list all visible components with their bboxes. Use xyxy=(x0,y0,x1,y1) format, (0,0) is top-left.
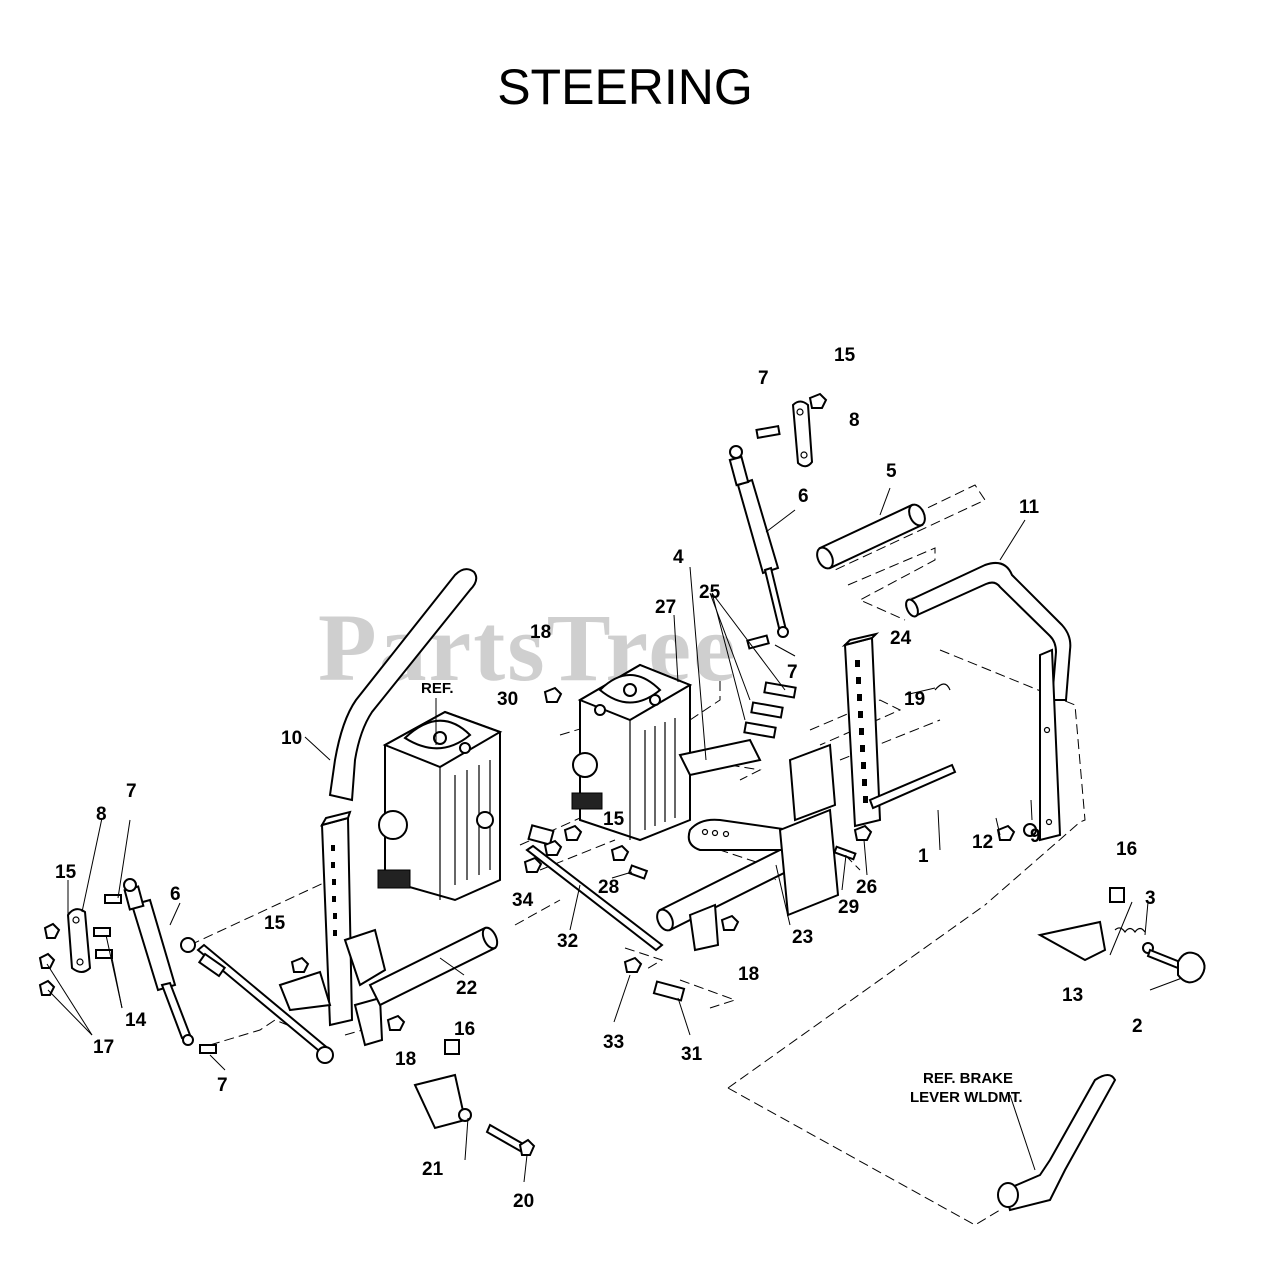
leader-lines xyxy=(46,487,1183,1183)
slotted-bracket-24 xyxy=(841,632,882,828)
diagram-title: STEERING xyxy=(497,59,753,115)
link-rod-left xyxy=(180,937,334,1064)
callout-31: 31 xyxy=(681,1044,703,1065)
lock-plate-assembly-right xyxy=(1037,887,1206,984)
callout-6: 6 xyxy=(170,884,181,905)
callout-labels: 15 7 8 6 5 11 4 25 27 18 7 24 30 19 10 1… xyxy=(55,345,1156,1212)
callout-32: 32 xyxy=(557,931,578,952)
callout-7: 7 xyxy=(126,781,137,802)
callout-33: 33 xyxy=(603,1032,624,1053)
hardware-bolt-12 xyxy=(996,824,1016,841)
callout-2: 2 xyxy=(1132,1016,1143,1037)
hardware-nut-15-right xyxy=(610,844,630,861)
gas-spring-lower-6 xyxy=(123,878,194,1046)
hardware-bolt-30 xyxy=(527,824,555,846)
steering-lever-left-10 xyxy=(278,568,478,1047)
nut-15-top xyxy=(808,392,828,409)
callout-22: 22 xyxy=(456,978,477,999)
callout-27: 27 xyxy=(655,597,676,618)
mount-bracket-upper-8 xyxy=(791,400,814,468)
note-ref-pump: REF. xyxy=(421,680,454,697)
callout-18: 18 xyxy=(395,1049,416,1070)
callout-6: 6 xyxy=(798,486,809,507)
callout-7: 7 xyxy=(787,662,798,683)
mount-bracket-lower-8 xyxy=(66,908,92,973)
note-ref-brake-line1: REF. BRAKE xyxy=(923,1070,1013,1087)
callout-11: 11 xyxy=(1019,497,1040,518)
callout-26: 26 xyxy=(856,877,877,898)
gas-spring-upper-6 xyxy=(728,445,789,638)
callout-24: 24 xyxy=(890,628,912,649)
callout-3: 3 xyxy=(1145,888,1156,909)
callout-29: 29 xyxy=(838,897,859,918)
hardware-nut-26 xyxy=(853,824,873,841)
hardware-nut-15-left xyxy=(290,956,310,973)
callout-12: 12 xyxy=(972,832,993,853)
hardware-nut-18-top xyxy=(543,686,563,703)
hardware-bolt-28 xyxy=(627,864,649,880)
bolt-7-top xyxy=(755,424,781,440)
hardware-nut-33 xyxy=(623,956,643,973)
control-rod-32 xyxy=(525,844,664,952)
hardware-bolts-14 xyxy=(93,927,113,959)
callout-10: 10 xyxy=(281,728,302,749)
pivot-arm-23 xyxy=(656,818,802,952)
callout-34: 34 xyxy=(512,890,534,911)
callout-5: 5 xyxy=(886,461,897,482)
callout-14: 14 xyxy=(125,1010,147,1031)
callout-15: 15 xyxy=(603,809,625,830)
note-ref-brake-line2: LEVER WLDMT. xyxy=(910,1089,1023,1106)
steering-lever-right-11 xyxy=(905,562,1072,842)
hardware-nut-9 xyxy=(1023,823,1037,837)
callout-8: 8 xyxy=(96,804,107,825)
callout-30: 30 xyxy=(497,689,518,710)
grip-tube-5 xyxy=(816,503,926,570)
hardware-bolt-29 xyxy=(833,845,857,861)
pivot-tube-22 xyxy=(368,926,499,1007)
callout-17: 17 xyxy=(93,1037,114,1058)
callout-21: 21 xyxy=(422,1159,444,1180)
brake-lever-ref xyxy=(997,1074,1117,1212)
callout-16: 16 xyxy=(1116,839,1137,860)
hardware-bolt-31 xyxy=(652,980,686,1002)
hardware-nuts-34 xyxy=(523,824,583,873)
callout-8: 8 xyxy=(849,410,860,431)
callout-7: 7 xyxy=(758,368,769,389)
clip-19 xyxy=(934,683,951,691)
callout-15: 15 xyxy=(834,345,856,366)
hardware-nuts-17 xyxy=(38,922,61,996)
callout-13: 13 xyxy=(1062,985,1083,1006)
callout-16: 16 xyxy=(454,1019,475,1040)
hardware-nut-18-right xyxy=(720,914,740,931)
callout-18: 18 xyxy=(738,964,759,985)
hardware-bolt-7-lower xyxy=(199,1044,217,1054)
bolt-7-mid xyxy=(746,634,770,650)
hardware-bolt-7-left xyxy=(104,894,122,904)
pivot-shaft-1 xyxy=(868,763,957,810)
hardware-nut-18-left xyxy=(386,1014,406,1031)
callout-28: 28 xyxy=(598,877,619,898)
callout-18: 18 xyxy=(530,622,551,643)
callout-4: 4 xyxy=(673,547,684,568)
callout-25: 25 xyxy=(699,582,721,603)
lock-plate-assembly-lower xyxy=(413,1039,536,1156)
callout-19: 19 xyxy=(904,689,925,710)
callout-9: 9 xyxy=(1030,826,1041,847)
callout-23: 23 xyxy=(792,927,813,948)
hydro-pump-left-ref xyxy=(377,710,503,902)
hydro-pump-right-27 xyxy=(571,663,693,842)
callout-1: 1 xyxy=(918,846,929,867)
callout-15: 15 xyxy=(55,862,77,883)
mount-plate-assembly xyxy=(678,681,840,917)
callout-7: 7 xyxy=(217,1075,228,1096)
callout-20: 20 xyxy=(513,1191,534,1212)
callout-15: 15 xyxy=(264,913,286,934)
